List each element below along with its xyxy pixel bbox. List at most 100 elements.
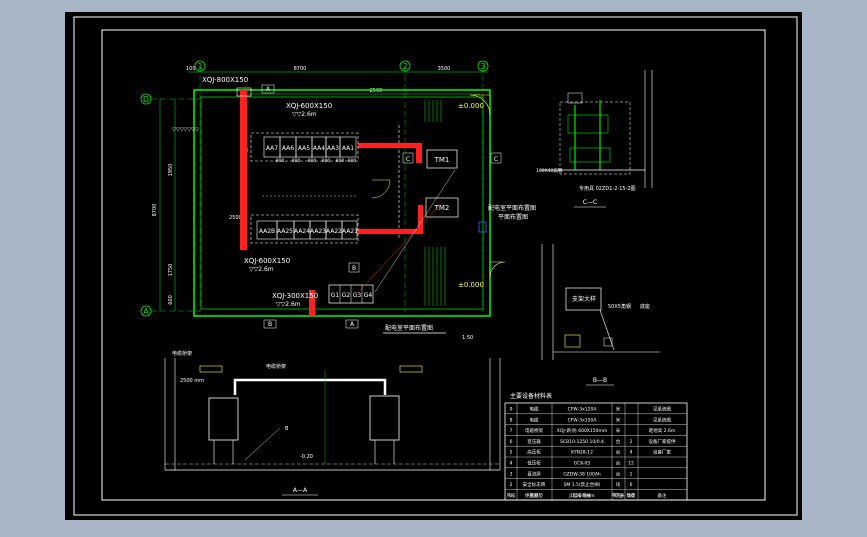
tray-entry-box — [236, 87, 252, 97]
tray-top-label: XQJ-800X150 — [202, 76, 248, 84]
switchgear-g4: G4 — [364, 292, 373, 299]
table-cell: 直流屏 — [527, 470, 541, 477]
tray-bottom-label: XQJ-300X150 — [272, 292, 318, 300]
panel-row-2: AA2B AA25 AA24 AA23 AA22 AA21 — [256, 220, 358, 240]
panel-aa2b: AA2B — [259, 228, 275, 235]
panel-aa23: AA23 — [310, 228, 326, 235]
table-cell: 9 — [510, 407, 513, 413]
door-upper — [469, 94, 491, 116]
table-cell: SM 1.5(禁止合闸) — [564, 481, 601, 488]
table-cell: 台 — [616, 460, 621, 467]
panel-aa21: AA21 — [342, 228, 358, 235]
table-cell: XQJ-调-防 600X150mm — [557, 427, 608, 434]
switchgear-g3: G3 — [353, 292, 362, 299]
grid-bubble-3 — [477, 60, 489, 72]
stair-bottom — [424, 247, 446, 306]
table-cell: 电缆桥架 — [525, 427, 543, 434]
table-cell: CFW-3x150A — [568, 417, 598, 423]
table-cell: 4 — [510, 461, 513, 467]
table-cell: SCB10-1250 10/0.4 — [560, 439, 604, 445]
table-cell: 6 — [510, 439, 513, 445]
grid-label-1: 1 — [197, 62, 202, 71]
th-model: 型号规格 — [573, 492, 591, 499]
plan-title: 配电室平面布置图 — [385, 324, 433, 332]
outer-border — [73, 16, 798, 516]
table-cell: 低压柜 — [527, 460, 541, 467]
stair-top — [424, 100, 442, 122]
table-cell: 变压器 — [527, 438, 541, 445]
grid-label-D: D — [143, 95, 149, 104]
table-cell: 台 — [616, 470, 621, 477]
th-note: 备注 — [658, 492, 667, 499]
dim-left-total: 8700 — [152, 204, 158, 217]
th-name: 名称 — [530, 492, 539, 499]
table-cell: 电缆 — [530, 416, 539, 423]
switchgear-labels: G1 G2 G3 G4 — [331, 292, 373, 299]
table-cell: 台 — [616, 438, 621, 445]
left-annotation: ▽▽▽▽▽▽▽ — [172, 127, 199, 133]
panel-aa3: AA3 — [327, 145, 339, 152]
bb-box: 支架大样 — [572, 295, 596, 303]
section-mark-b-mid: B — [352, 265, 356, 272]
table-cell: 电缆 — [530, 406, 539, 413]
section-mark-a-top: A — [266, 86, 271, 93]
table-cell: 6 — [630, 482, 633, 488]
table-cell: 1 — [630, 471, 633, 477]
section-bb: 支架大样 50X5角钢 底座 B—B — [541, 244, 660, 386]
dim-left-lower: 600 — [168, 295, 174, 305]
cc-dim: 100X40扁钢 — [536, 167, 563, 174]
table-cell: CFW-3x120A — [568, 407, 598, 413]
tray-mid-elev: ▽▽2.6m — [292, 111, 317, 118]
table-cell: 见系统图 — [653, 416, 671, 423]
switchgear-g2: G2 — [342, 292, 351, 299]
th-qty: 数量 — [627, 492, 636, 499]
table-cell: 平方米 — [611, 492, 625, 499]
table-cell: 8 — [510, 417, 513, 423]
tray-mid-label: XQJ-600X150 — [286, 102, 332, 110]
table-cell: GCK-05 — [574, 461, 591, 467]
dim-top-1-2: 8700 — [294, 66, 307, 72]
transformer-section-left — [208, 397, 239, 441]
table-cell: 安全标志牌 — [523, 481, 546, 488]
aa-title: A—A — [293, 487, 308, 494]
level-top: ±0.000 — [458, 102, 484, 110]
tray-low-label: XQJ-600X150 — [244, 257, 290, 265]
table-cell: 块 — [616, 481, 621, 488]
table-cell: 2 — [510, 482, 513, 488]
panel-dim-1: 800 — [276, 158, 285, 164]
panel-aa22: AA22 — [326, 228, 342, 235]
table-cell: 30 — [628, 493, 634, 499]
bb-dim: 50X5角钢 — [608, 303, 631, 310]
panel-row2-outline — [250, 214, 359, 244]
section-mark-c-right: C — [494, 156, 498, 163]
panel-row-1: AA7 AA6 AA5 AA4 AA3 AA1 — [263, 136, 357, 158]
equipment-box — [478, 221, 487, 233]
plan-scale: 1:50 — [462, 335, 473, 341]
th-unit: 单位 — [614, 492, 623, 499]
table-title: 主要设备材料表 — [510, 392, 552, 400]
table-cell: 3 — [510, 471, 513, 477]
panel-aa25: AA25 — [277, 228, 293, 235]
dim-left-upper: 1950 — [168, 164, 174, 177]
panel-aa4: AA4 — [313, 145, 325, 152]
table-cell: KYN28-12 — [571, 450, 593, 456]
floor-plan: 1 2 3 100 8700 3500 2500 D A 8700 1950 1… — [140, 60, 536, 341]
table-cell: 7 — [510, 428, 513, 434]
panel-dim-5: 800 — [336, 158, 345, 164]
bb-title: B—B — [593, 377, 607, 384]
switchgear-g1: G1 — [331, 292, 340, 299]
dim-top-left: 100 — [186, 66, 196, 72]
cc-label: 专用具 02ZD1-2-15-2图 — [579, 185, 636, 192]
grid-label-3: 3 — [480, 62, 485, 71]
panel-aa7: AA7 — [266, 145, 278, 152]
table-cell: 5 — [510, 450, 513, 456]
table-cell: 距地高 2.6m — [649, 427, 675, 434]
transformer-tm2-label: TM2 — [434, 204, 450, 212]
table-header: 序号 名称 型号规格 单位 数量 备注 — [507, 492, 667, 499]
section-mark-c-left: C — [406, 156, 410, 163]
table-cell: 2 — [630, 439, 633, 445]
